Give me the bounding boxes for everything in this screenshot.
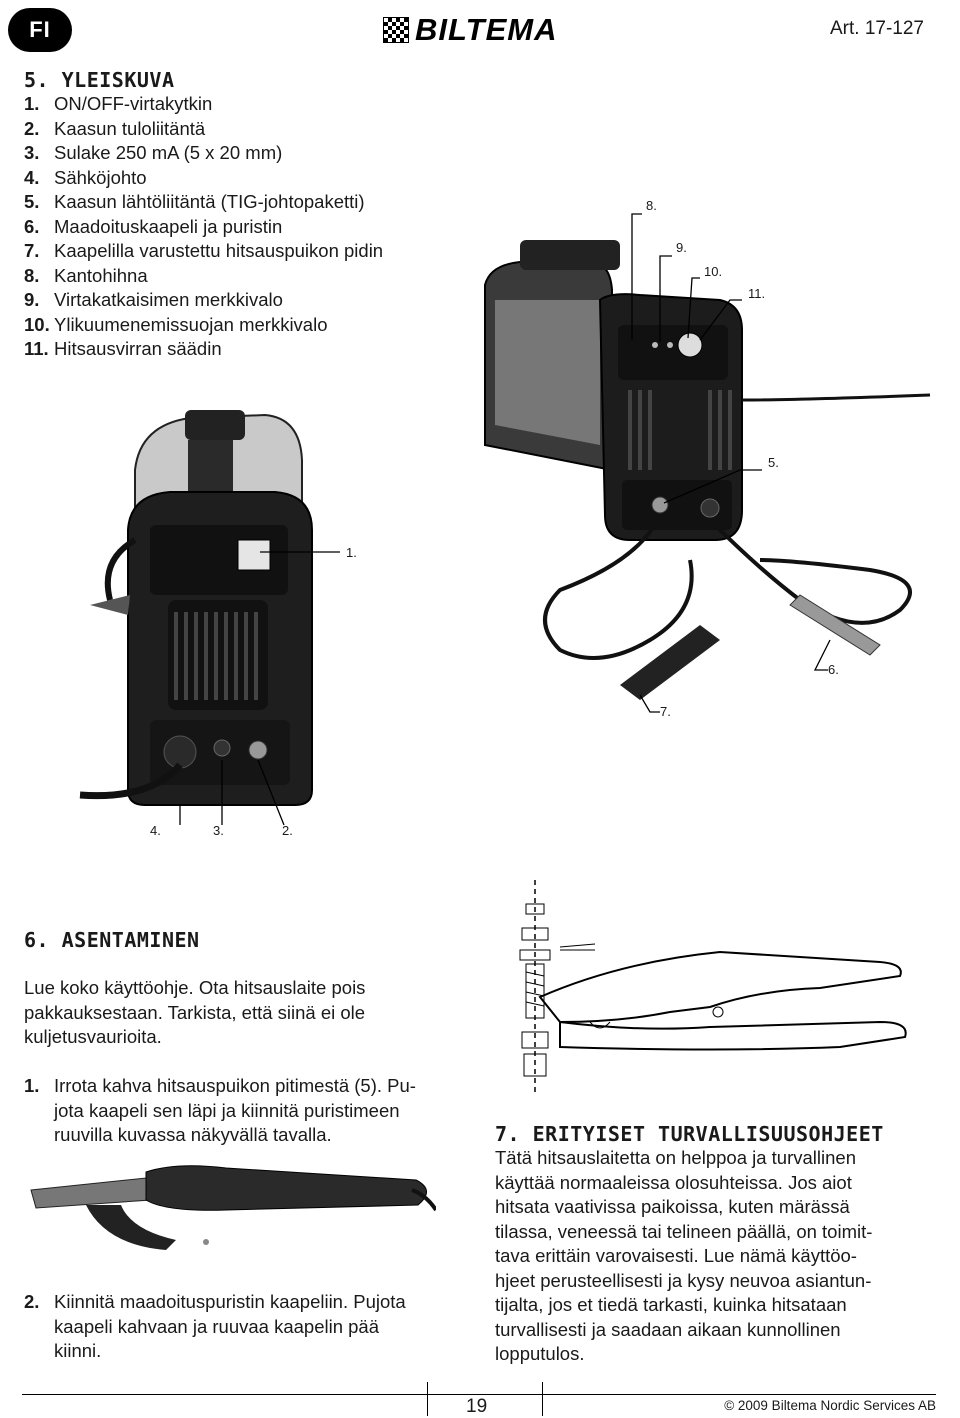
list-item: 2.Kaasun tuloliitäntä: [24, 117, 206, 139]
section-7-title: 7. ERITYISET TURVALLISUUSOHJEET: [495, 1122, 884, 1146]
list-item: 7.Kaapelilla varustettu hitsauspuikon pi…: [24, 240, 384, 261]
footer-separator-right: [542, 1382, 543, 1416]
step-1: 1. Irrota kahva hitsauspuikon pitimestä …: [24, 1075, 416, 1145]
callout-6: 6.: [828, 662, 839, 677]
callout-8: 8.: [646, 198, 657, 213]
callout-10: 10.: [704, 264, 723, 279]
brand-name: BILTEMA: [415, 12, 558, 47]
section-5-title: 5. YLEISKUVA: [24, 68, 175, 92]
section-7-text: Tätä hitsauslaitetta on helppoa ja turva…: [495, 1147, 873, 1364]
callout-7: 7.: [660, 704, 671, 719]
callout-11: 11.: [748, 286, 766, 301]
ground-clamp-diagram: [519, 880, 907, 1092]
welder-rear-view: [79, 410, 313, 806]
language-badge: FI: [8, 8, 72, 52]
callout-5: 5.: [768, 455, 779, 470]
footer-divider: [22, 1394, 936, 1395]
brand-logo: BILTEMA: [383, 12, 558, 47]
section-6-title: 6. ASENTAMINEN: [24, 928, 200, 952]
welder-illustration: [79, 213, 931, 826]
list-item: 1.ON/OFF-virtakytkin: [24, 93, 213, 114]
list-item: 6.Maadoituskaapeli ja puristin: [24, 215, 283, 237]
article-number: Art. 17-127: [830, 18, 924, 39]
welder-front-view: [484, 240, 931, 700]
list-item: 3.Sulake 250 mA (5 x 20 mm): [24, 142, 283, 163]
callout-1: 1.: [346, 545, 357, 560]
list-item: 10.Ylikuumenemissuojan merkkivalo: [24, 313, 328, 335]
callout-3: 3.: [213, 823, 224, 838]
parts-list: 1.ON/OFF-virtakytkin 2.Kaasun tuloliitän…: [24, 92, 383, 362]
checkered-flag-icon: [383, 17, 409, 43]
list-item: 5.Kaasun lähtöliitäntä (TIG-johtopaketti…: [24, 191, 365, 212]
list-item: 9.Virtakatkaisimen merkkivalo: [24, 289, 283, 310]
list-item: 8.Kantohihna: [24, 264, 148, 286]
section-6-intro: Lue koko käyttöohje. Ota hitsauslaite po…: [24, 977, 366, 1047]
electrode-holder-image: [30, 1165, 436, 1250]
list-item: 11.Hitsausvirran säädin: [24, 338, 222, 359]
page-number: 19: [466, 1396, 488, 1417]
step-2: 2. Kiinnitä maadoituspuristin kaapeliin.…: [24, 1291, 406, 1361]
copyright: © 2009 Biltema Nordic Services AB: [724, 1398, 936, 1413]
callout-4: 4.: [150, 823, 161, 838]
callout-2: 2.: [282, 823, 293, 838]
callout-9: 9.: [676, 240, 687, 255]
footer-separator-left: [427, 1382, 428, 1416]
list-item: 4.Sähköjohto: [24, 166, 147, 188]
